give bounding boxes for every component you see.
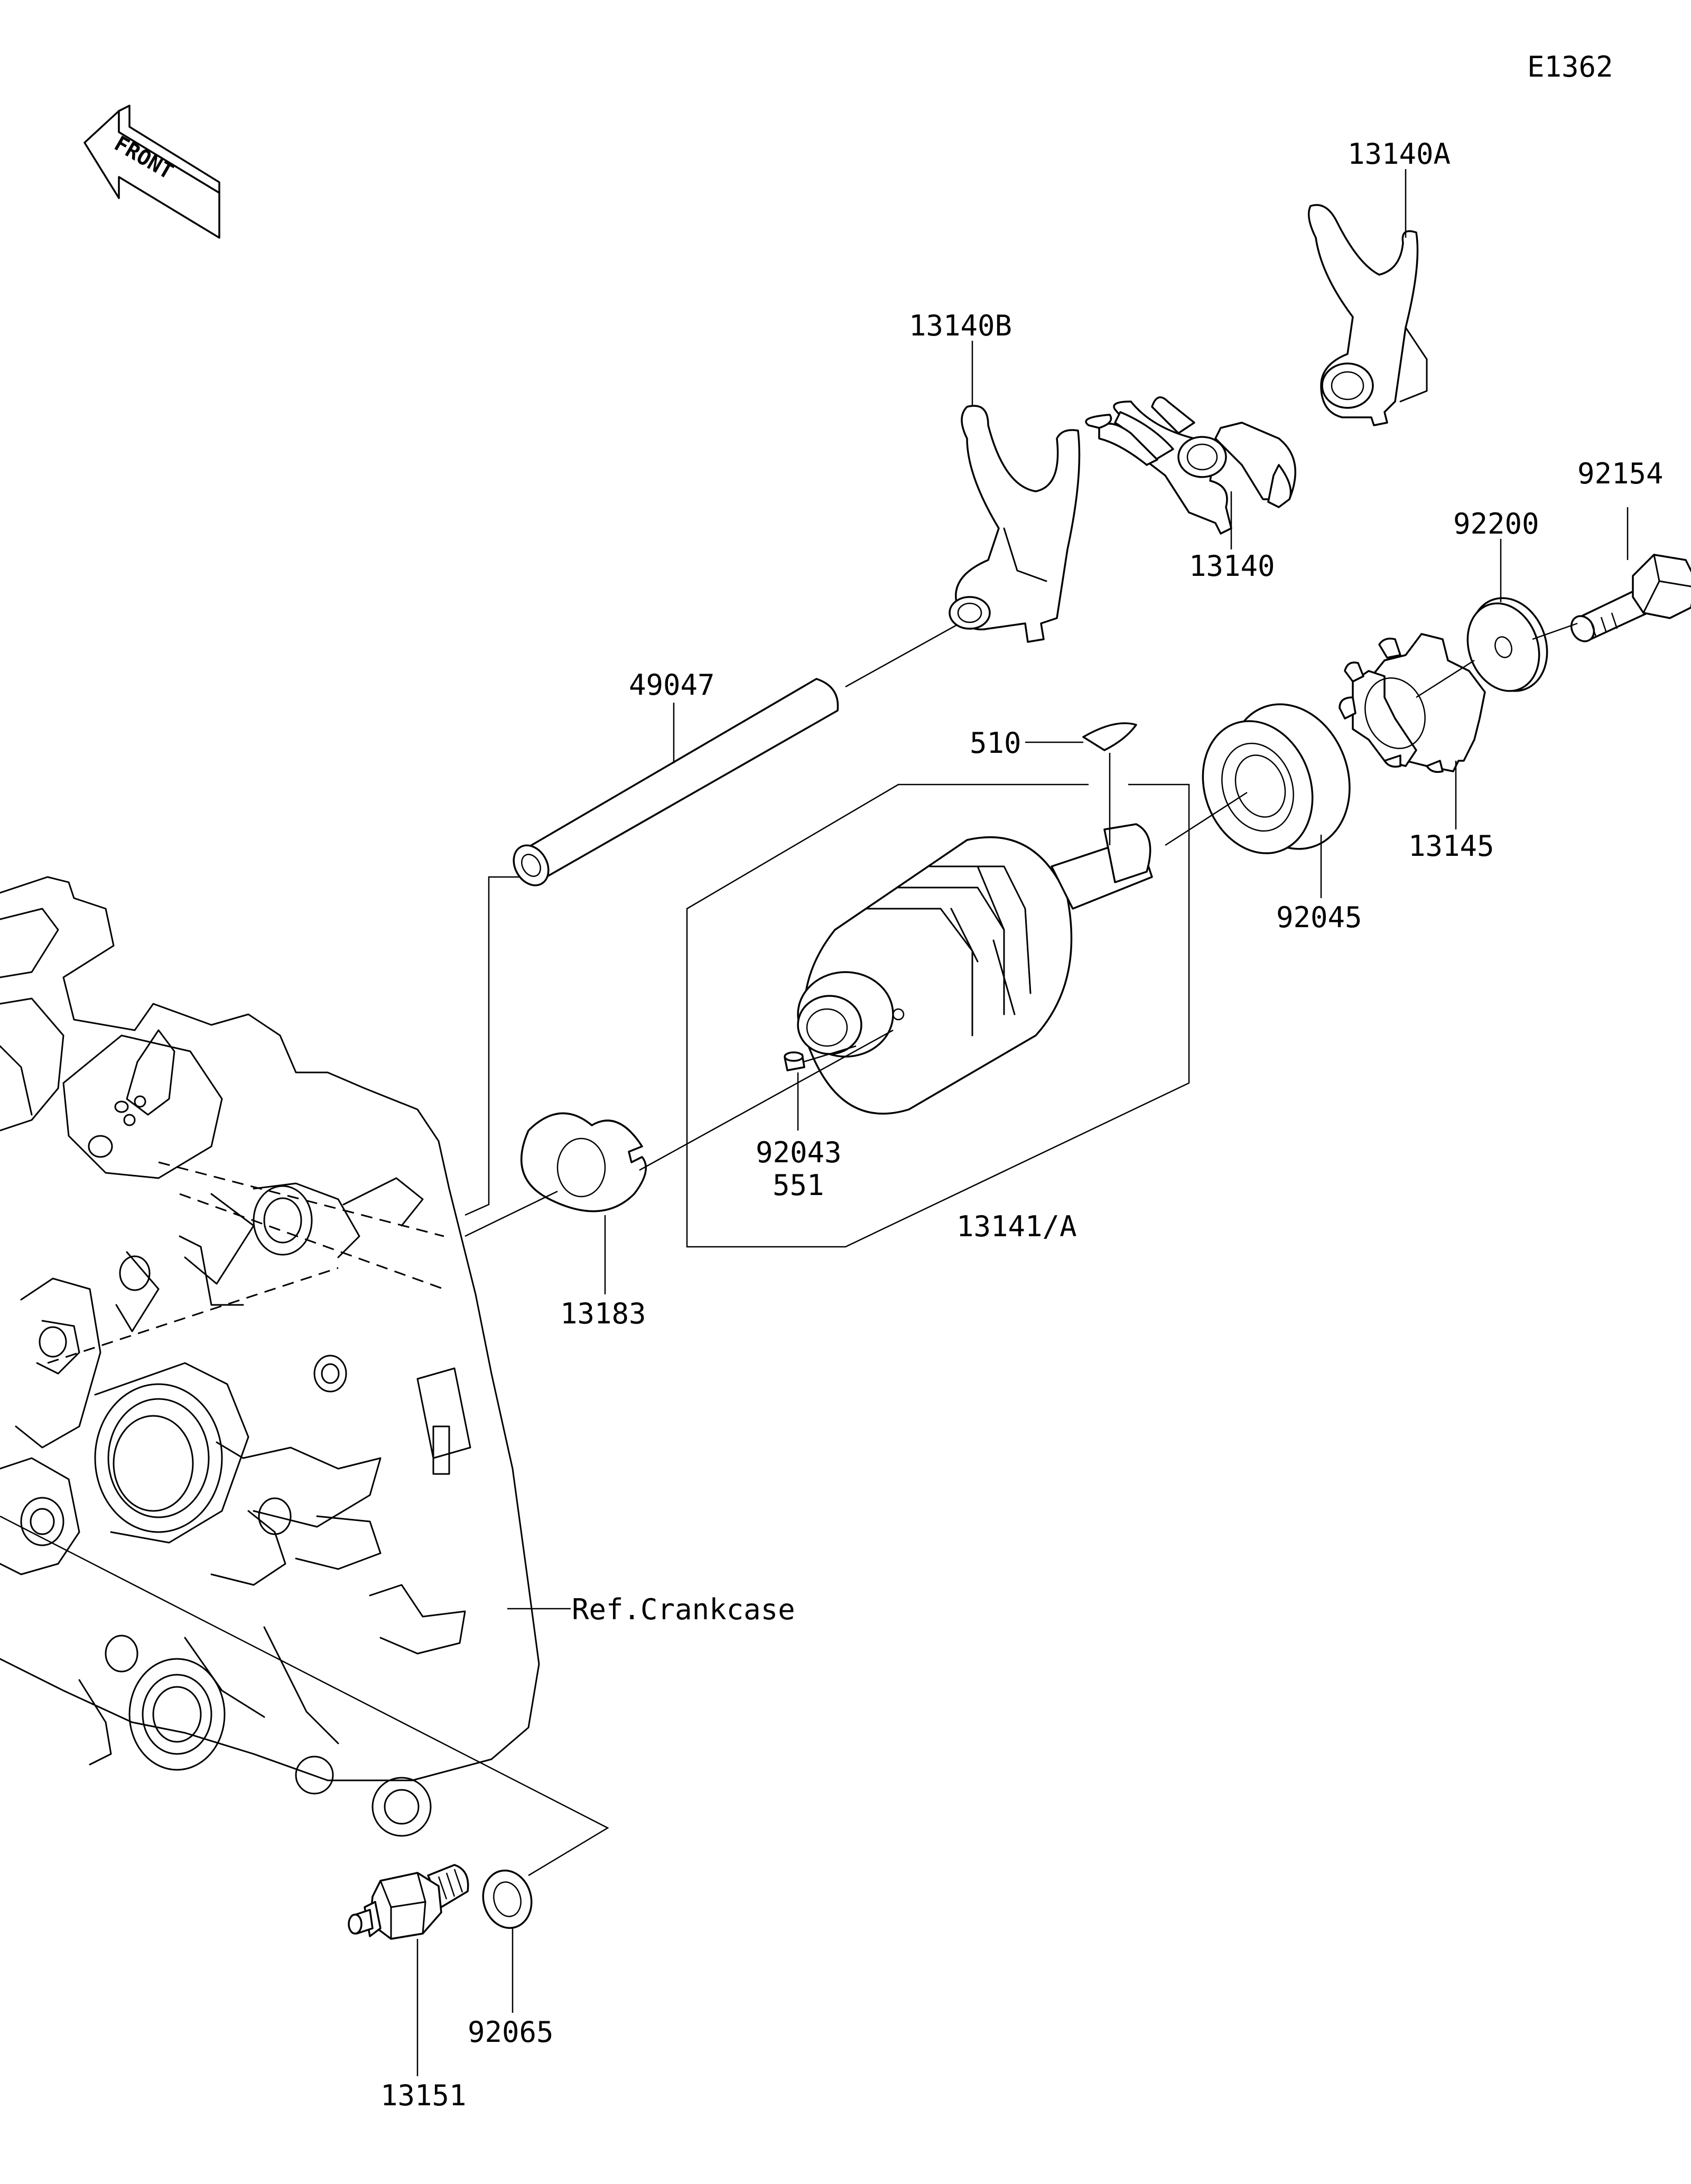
leader-shaft-to-fork xyxy=(845,620,965,688)
leader-washer-to-gear xyxy=(1416,659,1475,698)
diagram-code: E1362 xyxy=(1527,50,1613,83)
neutral-switch-13151-part xyxy=(348,1864,469,1940)
leader-washer-to-drum xyxy=(639,1029,894,1171)
washer-92200-part xyxy=(1466,597,1548,692)
shift-fork-13140-part xyxy=(1085,396,1296,535)
bearing-92045-part xyxy=(1202,703,1351,854)
leader-switch-to-case xyxy=(0,1515,609,1877)
shift-fork-13140B-part xyxy=(949,405,1081,643)
shaft-49047-part xyxy=(513,678,839,886)
crankcase-drawing xyxy=(0,876,540,1837)
gear-13145-part xyxy=(1339,633,1486,773)
label-13140: 13140 xyxy=(1189,549,1275,583)
label-92045: 92045 xyxy=(1276,901,1362,934)
shift-drum-part xyxy=(797,823,1153,1115)
shaft-dashed-line-3 xyxy=(47,1267,339,1364)
label-49047: 49047 xyxy=(629,668,715,702)
bolt-92154-part xyxy=(1570,554,1691,642)
shift-fork-13140A-part xyxy=(1307,204,1428,426)
key-510-part xyxy=(1082,722,1137,751)
label-510: 510 xyxy=(970,726,1021,760)
label-13141A: 13141/A xyxy=(956,1210,1077,1243)
label-92065: 92065 xyxy=(468,2015,554,2049)
front-arrow-icon: FRONT xyxy=(83,105,220,239)
label-13145: 13145 xyxy=(1408,829,1494,863)
leader-bearing-to-drum xyxy=(1165,791,1248,846)
pin-part xyxy=(784,1051,805,1071)
leader-pin-hole xyxy=(803,1045,857,1063)
shaft-dashed-line-2 xyxy=(179,1193,444,1290)
group-box-13141A xyxy=(686,783,1190,1248)
washer-92065-part xyxy=(482,1869,533,1929)
shaft-dashed-line-1 xyxy=(158,1161,444,1237)
label-13183: 13183 xyxy=(560,1297,646,1330)
label-92043: 92043 xyxy=(756,1136,842,1169)
label-13151: 13151 xyxy=(380,2079,467,2112)
leader-bolt-to-washer xyxy=(1532,622,1578,640)
label-551: 551 xyxy=(773,1169,824,1202)
washer-13183-part xyxy=(520,1112,647,1212)
leader-washer-axis xyxy=(464,1190,558,1237)
label-ref-crankcase: Ref.Crankcase xyxy=(572,1593,795,1626)
label-92154: 92154 xyxy=(1577,457,1664,490)
label-92200: 92200 xyxy=(1453,507,1539,540)
leader-shaft-to-case xyxy=(464,876,521,1216)
label-13140B: 13140B xyxy=(909,309,1012,342)
label-13140A: 13140A xyxy=(1348,137,1451,171)
